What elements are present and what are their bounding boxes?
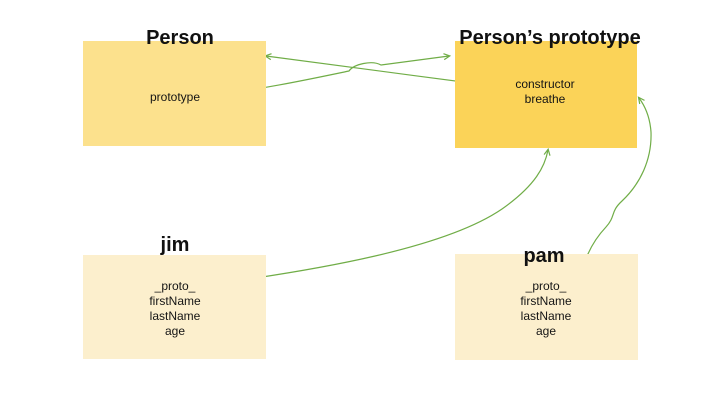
node-jim-title: jim	[160, 234, 190, 256]
property-label: prototype	[149, 90, 201, 104]
property-label: _proto_	[154, 279, 196, 293]
property-label: breathe	[524, 92, 566, 106]
property-label: age	[164, 324, 186, 338]
node-person-prototype-box	[455, 41, 637, 148]
node-pam-title: pam	[523, 245, 565, 267]
node-person-box	[83, 41, 266, 146]
property-label: lastName	[149, 309, 201, 323]
property-label: _proto_	[525, 279, 567, 293]
property-label: firstName	[520, 294, 572, 308]
property-label: constructor	[515, 77, 575, 91]
property-label: lastName	[520, 309, 572, 323]
property-label: firstName	[149, 294, 201, 308]
node-person-items: prototype	[150, 90, 200, 105]
property-label: age	[535, 324, 557, 338]
node-pam-box	[455, 254, 638, 360]
node-person-prototype-title: Person’s prototype	[459, 27, 641, 49]
node-jim-box	[83, 255, 266, 359]
node-person-title: Person	[146, 27, 214, 49]
